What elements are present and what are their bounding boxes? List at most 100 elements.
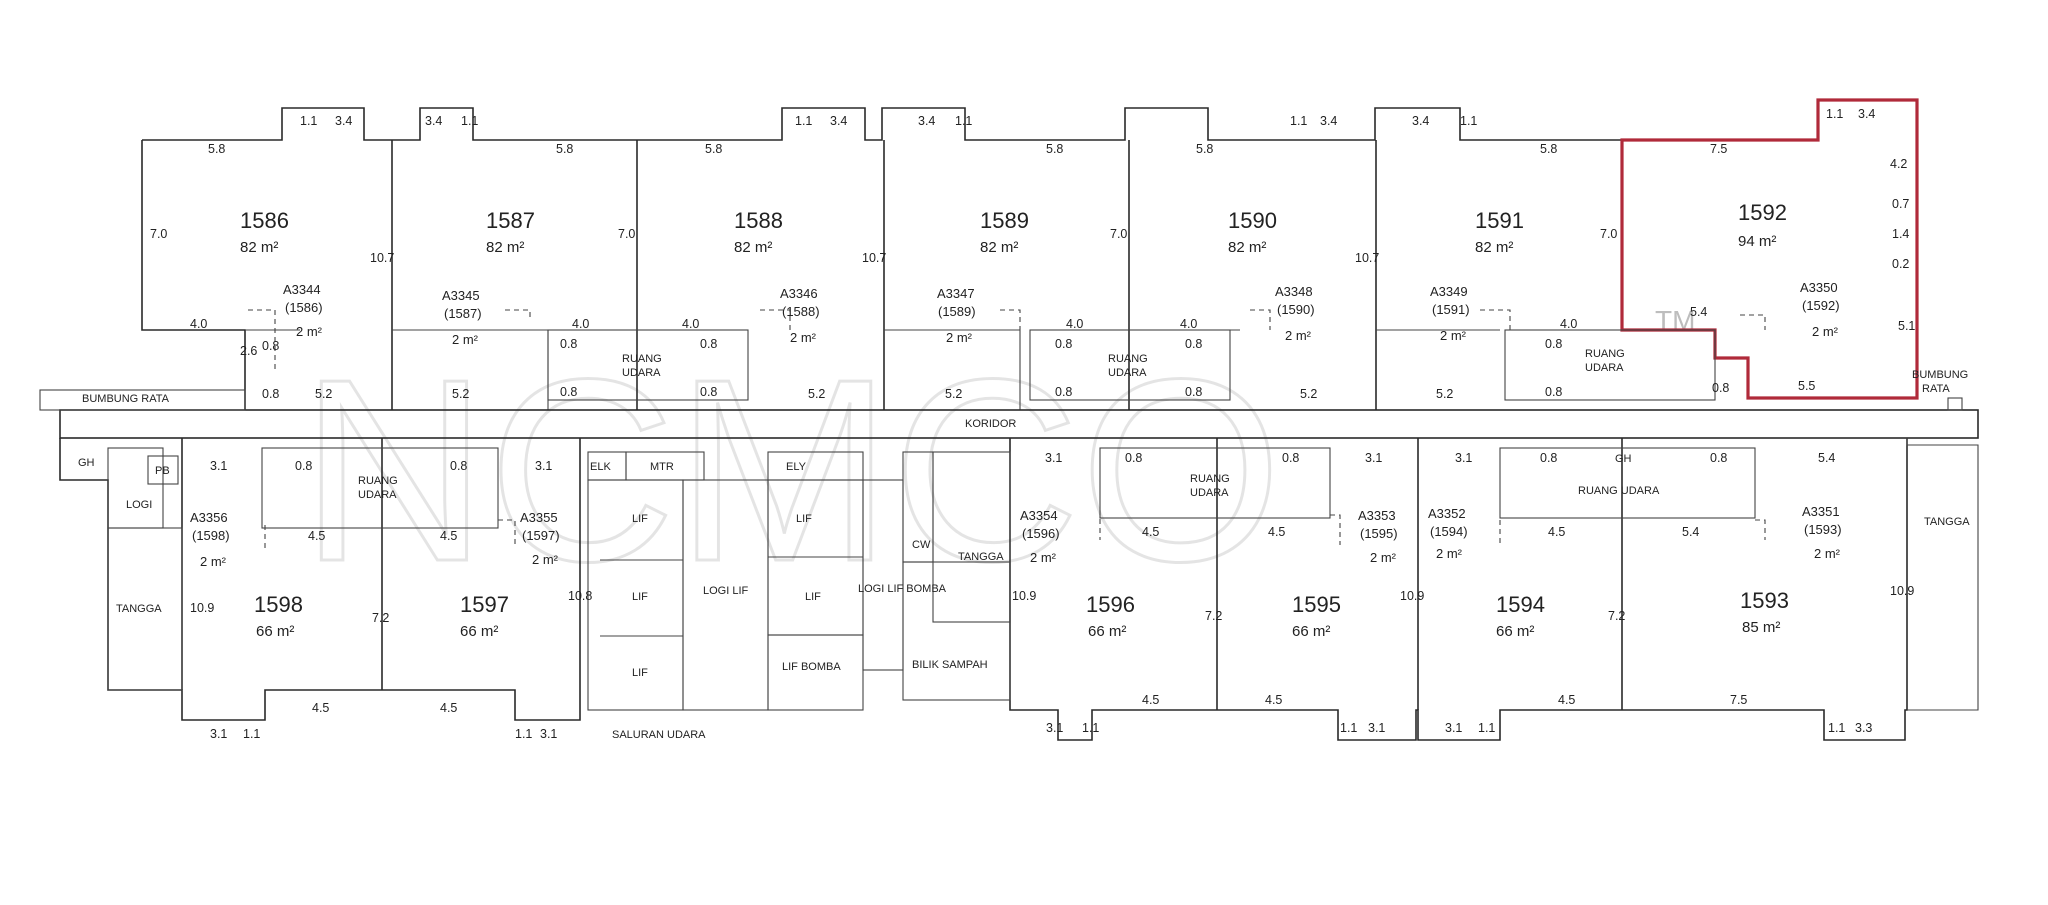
dim: 0.8 [700, 385, 717, 399]
dim: 0.8 [1125, 451, 1142, 465]
dim: 3.3 [1855, 721, 1872, 735]
dim: 10.9 [1400, 589, 1424, 603]
dim: 1.1 [1826, 107, 1843, 121]
dim: 1.1 [1828, 721, 1845, 735]
accessory-lot: A3353 [1358, 508, 1396, 523]
air-well-label: RUANG [1585, 348, 1625, 360]
accessory-ref: (1592) [1802, 298, 1840, 313]
dim: 3.4 [1858, 107, 1875, 121]
lift-label: LIF [632, 513, 648, 525]
accessory-area: 2 m² [1370, 550, 1397, 565]
accessory-ref: (1591) [1432, 302, 1470, 317]
accessory-area: 2 m² [1436, 546, 1463, 561]
air-well-label: UDARA [1190, 487, 1229, 499]
dim: 5.5 [1798, 379, 1815, 393]
accessory-area: 2 m² [452, 332, 479, 347]
service-core [107, 447, 1011, 711]
lot-number: 1593 [1740, 588, 1789, 613]
dim: 0.8 [1710, 451, 1727, 465]
corridor-label: KORIDOR [965, 418, 1016, 430]
accessory-ref: (1586) [285, 300, 323, 315]
staircase-label: TANGGA [958, 551, 1004, 563]
watermark-text: NCMCO [300, 326, 1282, 616]
dim: 3.1 [1045, 451, 1062, 465]
dim: 7.0 [618, 227, 635, 241]
lot-area: 94 m² [1738, 233, 1776, 250]
lot-number: 1589 [980, 208, 1029, 233]
dim: 5.8 [1196, 142, 1213, 156]
air-well-label: UDARA [358, 489, 397, 501]
gh-label: GH [1615, 453, 1632, 465]
accessory-ref: (1594) [1430, 524, 1468, 539]
dim: 5.4 [1818, 451, 1835, 465]
lot-area: 82 m² [486, 239, 524, 256]
dim: 1.1 [461, 114, 478, 128]
dim: 7.5 [1730, 693, 1747, 707]
accessory-lot: A3350 [1800, 280, 1838, 295]
dim: 3.4 [1320, 114, 1337, 128]
fire-lift-label: LIF BOMBA [782, 661, 841, 673]
accessory-lot: A3344 [283, 282, 321, 297]
lift-lobby-label: LOGI LIF [703, 585, 749, 597]
accessory-ref: (1598) [192, 528, 230, 543]
dim: 10.9 [1890, 584, 1914, 598]
accessory-lot: A3347 [937, 286, 975, 301]
dim: 7.0 [1600, 227, 1617, 241]
corridor [39, 389, 1979, 439]
dim: 3.1 [535, 459, 552, 473]
lift-label: LIF [796, 513, 812, 525]
dim: 10.7 [370, 251, 394, 265]
dim: 10.7 [862, 251, 886, 265]
dim: 1.1 [1290, 114, 1307, 128]
ely-label: ELY [786, 461, 807, 473]
staircase-label: TANGGA [116, 603, 162, 615]
dim: 5.8 [556, 142, 573, 156]
dim: 3.1 [210, 727, 227, 741]
accessory-ref: (1588) [782, 304, 820, 319]
dim: 5.2 [1300, 387, 1317, 401]
dim: 0.8 [1185, 385, 1202, 399]
dim: 4.0 [682, 317, 699, 331]
staircase-label: TANGGA [1924, 516, 1970, 528]
pb-label: PB [155, 465, 170, 477]
lot-area: 66 m² [460, 623, 498, 640]
dim: 5.4 [1690, 305, 1707, 319]
lot-number: 1594 [1496, 592, 1545, 617]
dim: 5.2 [1436, 387, 1453, 401]
dim: 0.7 [1892, 197, 1909, 211]
dim: 4.5 [312, 701, 329, 715]
dim: 1.1 [1460, 114, 1477, 128]
dim: 1.1 [515, 727, 532, 741]
accessory-lot: A3345 [442, 288, 480, 303]
dim: 1.1 [1340, 721, 1357, 735]
dim: 1.4 [1892, 227, 1909, 241]
lot-area: 82 m² [1228, 239, 1266, 256]
dim: 4.5 [1268, 525, 1285, 539]
accessory-ref: (1590) [1277, 302, 1315, 317]
air-wells [261, 329, 1756, 529]
accessory-lot: A3354 [1020, 508, 1058, 523]
dim: 5.2 [315, 387, 332, 401]
unit-1598: 1598 66 m² A3356 (1598) 2 m² [190, 510, 303, 640]
lot-area: 82 m² [980, 239, 1018, 256]
dim: 0.8 [700, 337, 717, 351]
accessory-lot: A3346 [780, 286, 818, 301]
dim: 0.8 [1055, 385, 1072, 399]
dim: 0.8 [560, 385, 577, 399]
dim: 4.5 [1142, 525, 1159, 539]
unit-1592: 1592 94 m² A3350 (1592) 2 m² [1738, 200, 1840, 339]
lot-number: 1586 [240, 208, 289, 233]
dim: 0.8 [1055, 337, 1072, 351]
dim: 2.6 [240, 344, 257, 358]
accessory-area: 2 m² [1030, 550, 1057, 565]
air-well-label: RUANG [358, 475, 398, 487]
accessory-area: 2 m² [1812, 324, 1839, 339]
accessory-area: 2 m² [200, 554, 227, 569]
air-well-label: RUANG [622, 353, 662, 365]
dim: 5.8 [1540, 142, 1557, 156]
accessory-lot: A3349 [1430, 284, 1468, 299]
cw-label: CW [912, 539, 931, 551]
dim: 0.8 [1185, 337, 1202, 351]
unit-1587: 1587 82 m² A3345 (1587) 2 m² [442, 208, 535, 347]
dim: 3.4 [335, 114, 352, 128]
